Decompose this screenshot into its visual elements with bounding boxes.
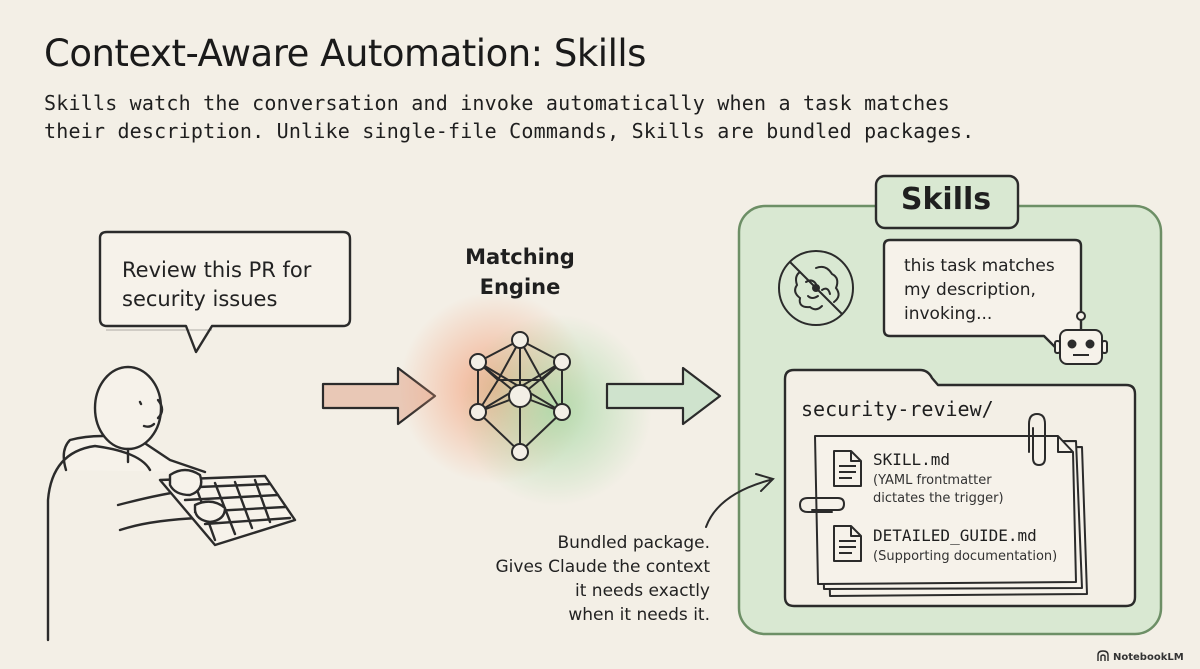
skills-title-tab — [874, 174, 1020, 230]
subtitle-line-2: their description. Unlike single-file Co… — [44, 119, 975, 143]
annotation-arrow — [705, 473, 775, 528]
notebooklm-brand-label: NotebookLM — [1113, 652, 1184, 663]
skill-file-description: (YAML frontmatter dictates the trigger) — [873, 472, 1004, 508]
document-icon — [833, 450, 862, 487]
skills-title: Skills — [900, 182, 992, 217]
subtitle-line-1: Skills watch the conversation and invoke… — [44, 91, 950, 115]
page-title: Context-Aware Automation: Skills — [44, 32, 646, 75]
network-icon — [469, 331, 571, 461]
engine-label-line-1: Matching — [465, 245, 575, 269]
annotation-line-4: when it needs it. — [568, 605, 710, 625]
paperclip-icon — [1028, 412, 1046, 467]
guide-file-name: DETAILED_GUIDE.md — [873, 526, 1037, 545]
skill-file-name: SKILL.md — [873, 450, 951, 469]
engine-label-line-2: Engine — [479, 275, 561, 299]
page-subtitle: Skills watch the conversation and invoke… — [44, 89, 1164, 145]
document-icon — [833, 525, 862, 562]
skill-file-desc-line-1: (YAML frontmatter — [873, 473, 992, 488]
user-request-line-1: Review this PR for — [122, 258, 312, 282]
folder-name: security-review/ — [801, 397, 994, 421]
bundled-package-annotation: Bundled package. Gives Claude the contex… — [470, 531, 711, 627]
document-stack — [814, 435, 1088, 597]
user-typing-illustration — [46, 365, 297, 642]
robot-speech-line-3: invoking... — [904, 304, 993, 324]
notebooklm-logo-icon — [1097, 650, 1109, 661]
matching-engine-label: Matching Engine — [440, 242, 600, 302]
annotation-line-3: it needs exactly — [575, 581, 710, 601]
robot-icon — [1054, 311, 1108, 365]
brain-icon — [778, 250, 854, 326]
user-request-line-2: security issues — [122, 287, 278, 311]
skill-file-desc-line-2: dictates the trigger) — [873, 491, 1004, 506]
paperclip-icon — [798, 497, 846, 513]
arrow-to-skills — [605, 366, 722, 426]
user-speech-bubble — [98, 230, 352, 354]
annotation-line-2: Gives Claude the context — [495, 557, 711, 577]
user-request-text: Review this PR for security issues — [122, 256, 311, 314]
guide-file-description: (Supporting documentation) — [873, 549, 1058, 564]
robot-speech-text: this task matches my description, invoki… — [904, 254, 1055, 326]
robot-speech-line-1: this task matches — [904, 256, 1055, 276]
robot-speech-line-2: my description, — [904, 280, 1036, 300]
annotation-line-1: Bundled package. — [557, 533, 710, 553]
